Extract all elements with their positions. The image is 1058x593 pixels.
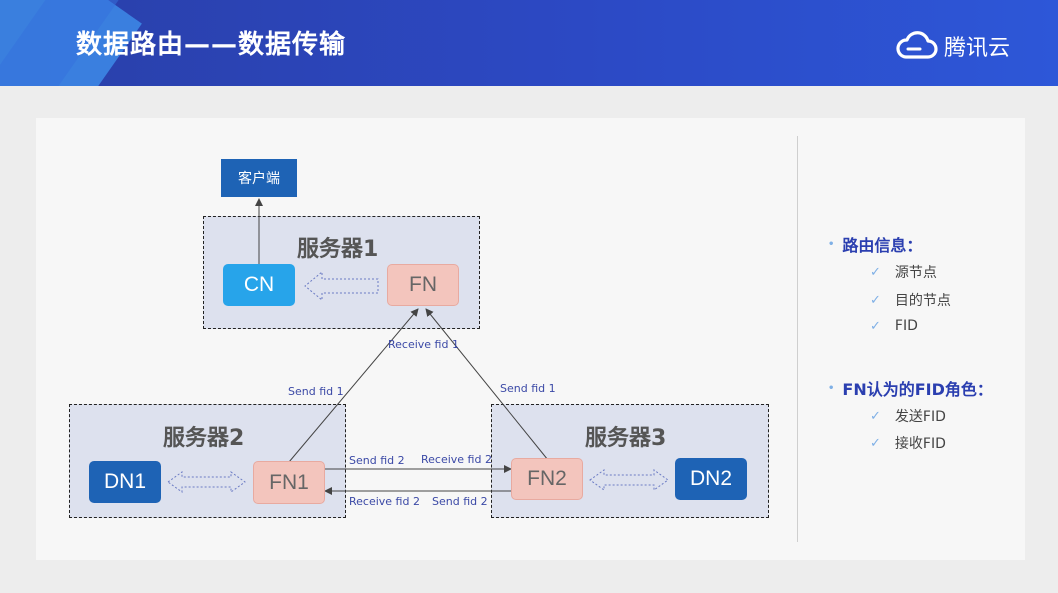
receive-fid-2-top-label: Receive fid 2 [421,453,492,466]
check-icon: ✓ [870,318,881,334]
send-fid-1-right-label: Send fid 1 [500,382,556,395]
dn1-node: DN1 [89,461,161,503]
list-item-label: 源节点 [894,265,937,281]
list-item-label: 发送FID [894,409,946,425]
send-fid-2-bottom-label: Send fid 2 [432,495,488,508]
bullet-icon: • [828,238,835,250]
check-icon: ✓ [870,408,881,424]
fid-role-section: • FN认为的FID角色： ✓ 发送FID ✓ 接收FID [828,376,993,452]
server-1-title: 服务器1 [297,237,379,262]
list-item: ✓ 接收FID [870,433,946,453]
cn-node: CN [223,264,295,306]
send-fid-1-left-label: Send fid 1 [288,385,344,398]
cloud-icon [896,31,938,59]
list-item-label: FID [894,318,918,334]
vertical-divider [797,136,798,542]
list-item: ✓ 目的节点 [870,290,951,310]
client-node: 客户端 [221,159,297,197]
routing-info-heading: • 路由信息： [828,232,922,256]
server-2-title: 服务器2 [163,426,245,451]
list-item-label: 目的节点 [894,293,951,309]
list-item: ✓ 发送FID [870,406,946,426]
check-icon: ✓ [870,264,881,280]
list-item-label: 接收FID [894,436,946,452]
routing-info-title: 路由信息： [842,236,923,255]
list-item: ✓ 源节点 [870,262,937,282]
send-fid-2-top-label: Send fid 2 [349,454,405,467]
fid-role-heading: • FN认为的FID角色： [828,376,993,400]
list-item: ✓ FID [870,318,918,334]
receive-fid-2-bottom-label: Receive fid 2 [349,495,420,508]
check-icon: ✓ [870,435,881,451]
server-3-title: 服务器3 [585,426,667,451]
bullet-icon: • [828,382,835,394]
fid-role-title: FN认为的FID角色： [842,380,993,399]
slide-header: 数据路由——数据传输 腾讯云 [0,0,1058,86]
routing-info-section: • 路由信息： ✓ 源节点 ✓ 目的节点 ✓ FID [828,232,951,334]
check-icon: ✓ [870,292,881,308]
dn2-node: DN2 [675,458,747,500]
slide-title: 数据路由——数据传输 [76,30,347,60]
fn1-node: FN1 [253,461,325,504]
fn-node: FN [387,264,459,306]
brand-name: 腾讯云 [943,36,1010,61]
receive-fid-1-label: Receive fid 1 [388,338,459,351]
brand-logo: 腾讯云 [896,30,1010,62]
fn2-node: FN2 [511,458,583,500]
